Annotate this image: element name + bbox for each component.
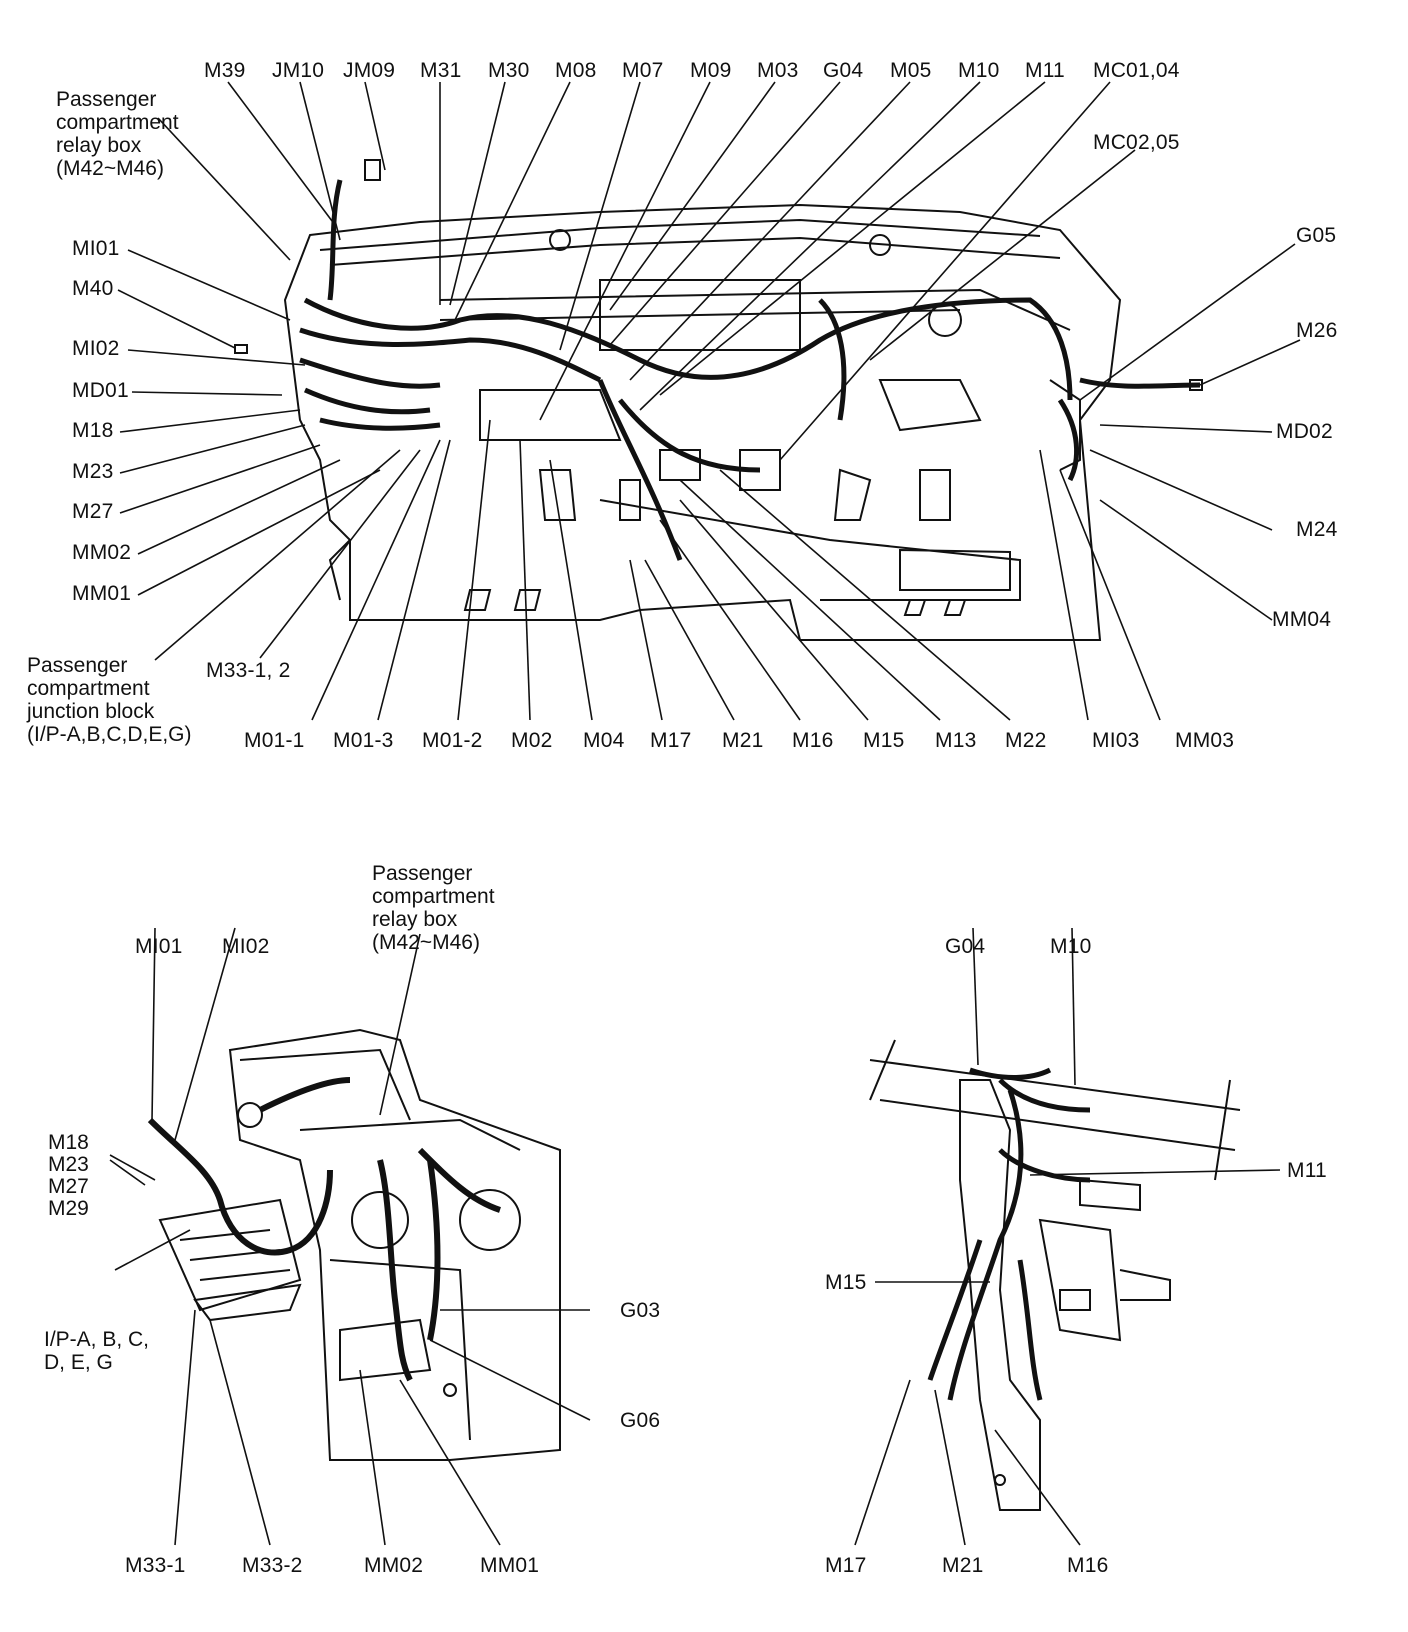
label-md02: MD02 <box>1276 420 1333 443</box>
label-jm10: JM10 <box>272 59 325 82</box>
label-mi02: MI02 <box>72 337 120 360</box>
label-m10: M10 <box>958 59 1000 82</box>
label-detail-m15: M15 <box>825 1271 867 1294</box>
top-view-leader-lines <box>117 81 1301 721</box>
label-m22: M22 <box>1005 729 1047 752</box>
label-connector-group: M18 M23 M27 M29 <box>48 1131 89 1220</box>
label-relay-box-top: Passenger compartment relay box (M42~M46… <box>56 88 179 180</box>
label-mm01: MM01 <box>72 582 132 605</box>
label-ip-connectors: I/P-A, B, C, D, E, G <box>44 1328 150 1374</box>
left-detail-wire-bundles <box>147 1077 501 1382</box>
label-mi03: MI03 <box>1092 729 1140 752</box>
label-m21: M21 <box>722 729 764 752</box>
label-g06: G06 <box>620 1409 661 1432</box>
label-detail-mm01: MM01 <box>480 1554 540 1577</box>
label-detail-m16: M16 <box>1067 1554 1109 1577</box>
label-m03: M03 <box>757 59 799 82</box>
label-detail-m17: M17 <box>825 1554 867 1577</box>
label-detail-g04: G04 <box>945 935 986 958</box>
label-junction-block: Passenger compartment junction block (I/… <box>27 654 192 746</box>
label-m01-3: M01-3 <box>333 729 394 752</box>
label-jm09: JM09 <box>343 59 396 82</box>
label-m13: M13 <box>935 729 977 752</box>
label-mc02-05: MC02,05 <box>1093 131 1180 154</box>
right-detail-leader-lines <box>854 927 1281 1546</box>
label-m02: M02 <box>511 729 553 752</box>
label-m16: M16 <box>792 729 834 752</box>
label-m40: M40 <box>72 277 114 300</box>
label-m26: M26 <box>1296 319 1338 342</box>
dashboard-harness-illustration <box>283 203 1122 641</box>
label-detail-m21: M21 <box>942 1554 984 1577</box>
label-m31: M31 <box>420 59 462 82</box>
label-mm04: MM04 <box>1272 608 1332 631</box>
label-detail-m11: M11 <box>1287 1159 1327 1182</box>
label-m15: M15 <box>863 729 905 752</box>
label-detail-mm02: MM02 <box>364 1554 424 1577</box>
label-mi01: MI01 <box>72 237 120 260</box>
label-mc01-04: MC01,04 <box>1093 59 1180 82</box>
label-md01: MD01 <box>72 379 129 402</box>
right-detail-illustration <box>869 1039 1241 1511</box>
label-m11: M11 <box>1025 59 1065 82</box>
label-g03: G03 <box>620 1299 661 1322</box>
label-detail-m33-2: M33-2 <box>242 1554 303 1577</box>
label-m08: M08 <box>555 59 597 82</box>
label-detail-m10: M10 <box>1050 935 1092 958</box>
label-m09: M09 <box>690 59 732 82</box>
left-detail-leader-lines <box>109 927 591 1546</box>
label-m30: M30 <box>488 59 530 82</box>
label-mm03: MM03 <box>1175 729 1235 752</box>
label-m39: M39 <box>204 59 246 82</box>
label-g05: G05 <box>1296 224 1337 247</box>
label-relay-box-detail: Passenger compartment relay box (M42~M46… <box>372 862 495 954</box>
label-m23: M23 <box>72 460 114 483</box>
label-m17: M17 <box>650 729 692 752</box>
label-m18: M18 <box>72 419 114 442</box>
dashboard-wire-bundles <box>299 179 1201 561</box>
label-m04: M04 <box>583 729 625 752</box>
label-m27: M27 <box>72 500 114 523</box>
label-detail-mi01: MI01 <box>135 935 183 958</box>
left-detail-illustration <box>158 1028 561 1461</box>
right-detail-wire-bundles <box>927 1067 1091 1401</box>
label-mm02: MM02 <box>72 541 132 564</box>
label-m07: M07 <box>622 59 664 82</box>
label-g04: G04 <box>823 59 864 82</box>
label-m01-2: M01-2 <box>422 729 483 752</box>
label-m24: M24 <box>1296 518 1338 541</box>
label-detail-mi02: MI02 <box>222 935 270 958</box>
label-m05: M05 <box>890 59 932 82</box>
label-m01-1: M01-1 <box>244 729 305 752</box>
label-m33-1-2: M33-1, 2 <box>206 659 291 682</box>
label-detail-m33-1: M33-1 <box>125 1554 186 1577</box>
